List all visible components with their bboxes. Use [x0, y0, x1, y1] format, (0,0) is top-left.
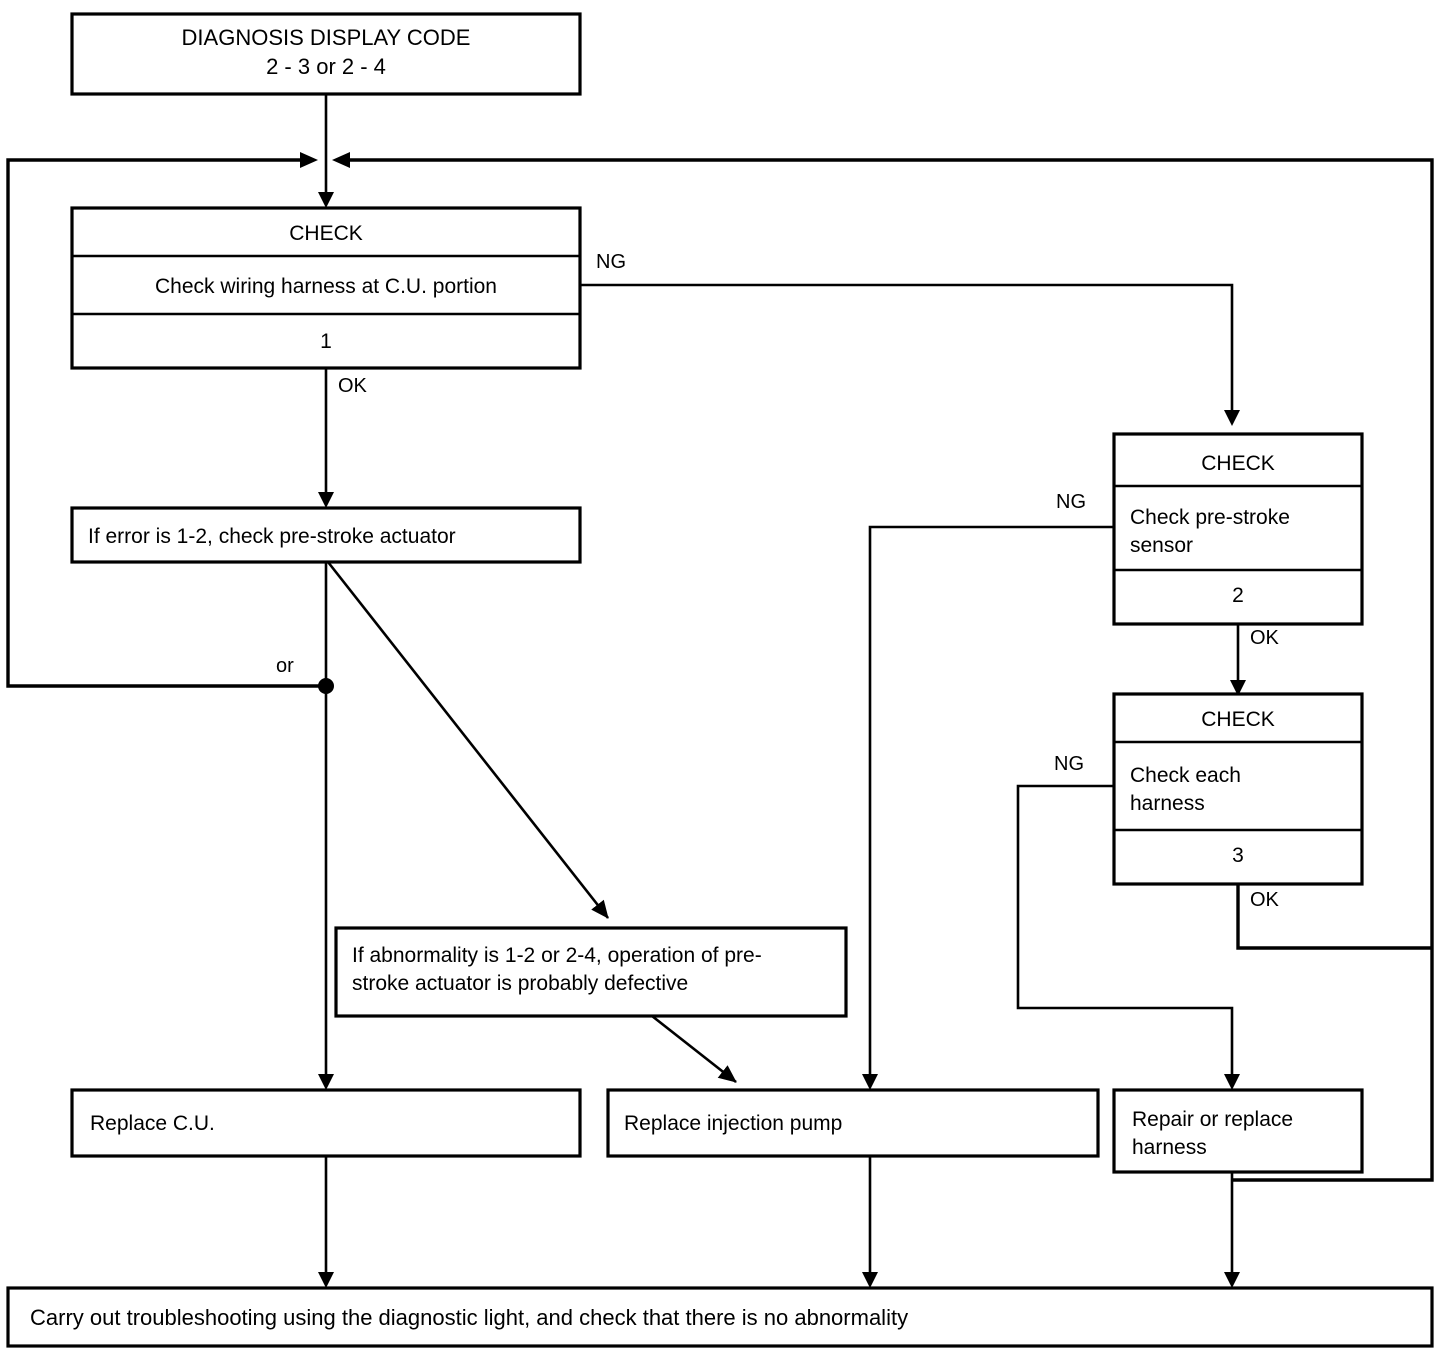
loopback-right-path	[332, 152, 1434, 1182]
or-junction-dot	[318, 678, 334, 694]
edge-check1-ng-arrowhead	[1224, 410, 1240, 426]
edge-label-check1-ok: OK	[338, 375, 368, 397]
note-box-actuator: If error is 1-2, check pre-stroke actuat…	[70, 506, 582, 564]
edge-note-to-abnormality	[326, 561, 610, 919]
edge-check3-ng-arrowhead	[1224, 1074, 1240, 1090]
note-box-abnormality-line1: If abnormality is 1-2 or 2-4, operation …	[352, 944, 762, 967]
edge-check2-ng: NG	[862, 491, 1114, 1090]
loopback-right-arrowhead	[332, 152, 350, 168]
check-box-1-header: CHECK	[289, 222, 363, 245]
action-box-replace-cu-text: Replace C.U.	[90, 1112, 215, 1135]
edge-label-check1-ng: NG	[596, 251, 626, 273]
edge-label-check3-ok: OK	[1250, 889, 1280, 911]
edge-check2-ng-arrowhead	[862, 1074, 878, 1090]
edge-check3-ng: NG	[1016, 753, 1240, 1090]
edge-replace-cu-to-footer-arrowhead	[318, 1272, 334, 1288]
footer-box-text: Carry out troubleshooting using the diag…	[30, 1305, 908, 1330]
edge-abnormality-to-injection-pump	[651, 1014, 737, 1084]
edge-check1-ok-arrowhead	[318, 492, 334, 508]
action-box-repair-harness: Repair or replace harness	[1112, 1088, 1364, 1174]
edge-label-check3-ng: NG	[1054, 753, 1084, 775]
check-box-2-number: 2	[1232, 584, 1244, 607]
edge-check1-ok: OK	[318, 368, 368, 508]
note-box-actuator-text: If error is 1-2, check pre-stroke actuat…	[88, 525, 456, 548]
edge-label-check2-ok: OK	[1250, 627, 1280, 649]
edge-injection-pump-to-footer-arrowhead	[862, 1272, 878, 1288]
check-box-3-body-line2: harness	[1130, 792, 1205, 815]
loopback-left-arrowhead	[300, 152, 318, 168]
edge-check1-ng: NG	[580, 251, 1240, 426]
edge-label-check2-ng: NG	[1056, 491, 1086, 513]
check-box-1-number: 1	[320, 330, 332, 353]
edge-check2-ok: OK	[1230, 624, 1280, 696]
check-box-3: CHECK Check each harness 3	[1112, 692, 1364, 886]
edge-merge-to-check1-arrowhead	[318, 192, 334, 208]
edge-repair-harness-to-footer	[1224, 1172, 1240, 1288]
edge-replace-cu-to-footer	[318, 1156, 334, 1288]
check-box-3-body-line1: Check each	[1130, 764, 1241, 787]
header-title-line1: DIAGNOSIS DISPLAY CODE	[182, 25, 471, 50]
action-box-repair-harness-line2: harness	[1132, 1136, 1207, 1159]
header-title-line2: 2 - 3 or 2 - 4	[266, 54, 386, 79]
check-box-2-body-line2: sensor	[1130, 534, 1193, 557]
edge-merge-to-check1	[318, 160, 334, 208]
check-box-3-header: CHECK	[1201, 708, 1275, 731]
note-box-abnormality-line2: stroke actuator is probably defective	[352, 972, 688, 995]
loopback-left-path	[6, 152, 325, 688]
action-box-replace-cu: Replace C.U.	[70, 1088, 582, 1158]
note-box-abnormality: If abnormality is 1-2 or 2-4, operation …	[334, 926, 848, 1018]
action-box-replace-injection-pump-text: Replace injection pump	[624, 1112, 842, 1135]
edge-injection-pump-to-footer	[862, 1156, 878, 1288]
action-box-replace-injection-pump: Replace injection pump	[606, 1088, 1100, 1158]
edge-check2-ok-arrowhead	[1230, 680, 1246, 696]
check-box-2-body-line1: Check pre-stroke	[1130, 506, 1290, 529]
check-box-1-body: Check wiring harness at C.U. portion	[155, 275, 497, 298]
edge-note-to-replace-cu	[318, 562, 334, 1090]
check-box-2: CHECK Check pre-stroke sensor 2	[1112, 432, 1364, 626]
check-box-3-number: 3	[1232, 844, 1244, 867]
header-box: DIAGNOSIS DISPLAY CODE 2 - 3 or 2 - 4	[70, 12, 582, 96]
edge-check3-ok: OK	[1236, 884, 1432, 950]
edge-note-to-replace-cu-arrowhead	[318, 1074, 334, 1090]
check-box-2-header: CHECK	[1201, 452, 1275, 475]
edge-repair-harness-to-footer-arrowhead	[1224, 1272, 1240, 1288]
edge-label-or: or	[276, 655, 294, 677]
action-box-repair-harness-line1: Repair or replace	[1132, 1108, 1293, 1131]
footer-box: Carry out troubleshooting using the diag…	[6, 1286, 1434, 1348]
check-box-1: CHECK Check wiring harness at C.U. porti…	[70, 206, 582, 370]
